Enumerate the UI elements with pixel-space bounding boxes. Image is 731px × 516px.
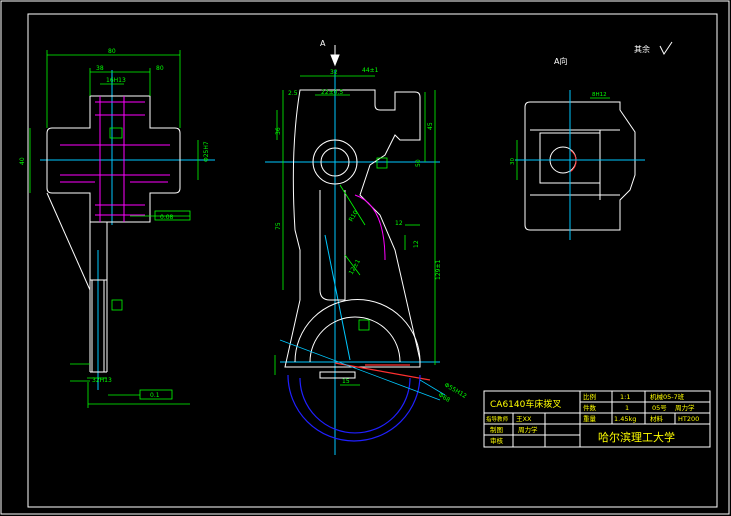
svg-text:45: 45	[427, 122, 434, 130]
qty-label: 件数	[583, 403, 597, 412]
class-label: 机械05-7班	[650, 392, 685, 401]
svg-text:15: 15	[342, 378, 350, 385]
svg-text:80: 80	[108, 48, 116, 55]
svg-text:12±1: 12±1	[348, 258, 362, 276]
check-label: 审核	[490, 436, 504, 445]
student-name: 周力学	[675, 403, 695, 412]
teacher-name: 王XX	[516, 415, 532, 423]
material-value: HT200	[678, 415, 699, 423]
svg-text:16H13: 16H13	[106, 77, 126, 84]
mass-value: 1.45kg	[614, 415, 636, 423]
svg-text:80: 80	[156, 65, 164, 72]
school-name: 哈尔滨理工大学	[598, 430, 675, 444]
svg-text:44±1: 44±1	[362, 67, 379, 74]
svg-text:36: 36	[275, 127, 282, 135]
roughness-symbol-icon	[659, 41, 673, 55]
svg-text:12: 12	[395, 220, 403, 227]
scale-label: 比例	[583, 392, 596, 401]
svg-text:22±0.5: 22±0.5	[321, 89, 343, 96]
svg-text:0.08: 0.08	[160, 214, 174, 221]
title-block	[483, 390, 711, 448]
drawn-name: 周力学	[518, 425, 538, 434]
right-view: A向 其余 8H12 30	[510, 41, 673, 240]
svg-text:2.5: 2.5	[288, 90, 298, 97]
svg-text:12: 12	[413, 240, 420, 248]
svg-text:R10: R10	[348, 209, 360, 223]
svg-text:30: 30	[510, 158, 516, 165]
section-marker-a: A	[320, 39, 326, 48]
svg-text:Φ25H7: Φ25H7	[203, 141, 210, 162]
roughness-note: 其余	[634, 44, 650, 54]
svg-text:50: 50	[415, 159, 422, 167]
mass-label: 重量	[583, 415, 597, 423]
qty-value: 1	[625, 404, 629, 412]
svg-text:38: 38	[96, 65, 104, 72]
svg-text:8H12: 8H12	[592, 92, 607, 98]
middle-view: A	[265, 39, 468, 455]
view-title: A向	[554, 56, 567, 66]
svg-text:75: 75	[275, 222, 282, 230]
teacher-label: 指导教师	[486, 415, 509, 423]
svg-text:40: 40	[19, 157, 26, 165]
svg-text:129±1: 129±1	[435, 260, 442, 280]
drawn-label: 制图	[490, 425, 503, 434]
student-no: 05号	[652, 404, 667, 412]
svg-text:Φ68: Φ68	[437, 392, 451, 404]
left-view: 80 38 80 16H13 0.08 0.1 Φ25H7 40 32H13	[19, 48, 215, 408]
scale-value: 1:1	[620, 393, 630, 401]
part-name: CA6140车床拨叉	[490, 398, 561, 410]
svg-text:32: 32	[330, 69, 338, 76]
svg-text:0.1: 0.1	[150, 392, 160, 399]
material-label: 材料	[650, 414, 664, 423]
svg-text:32H13: 32H13	[92, 377, 112, 384]
